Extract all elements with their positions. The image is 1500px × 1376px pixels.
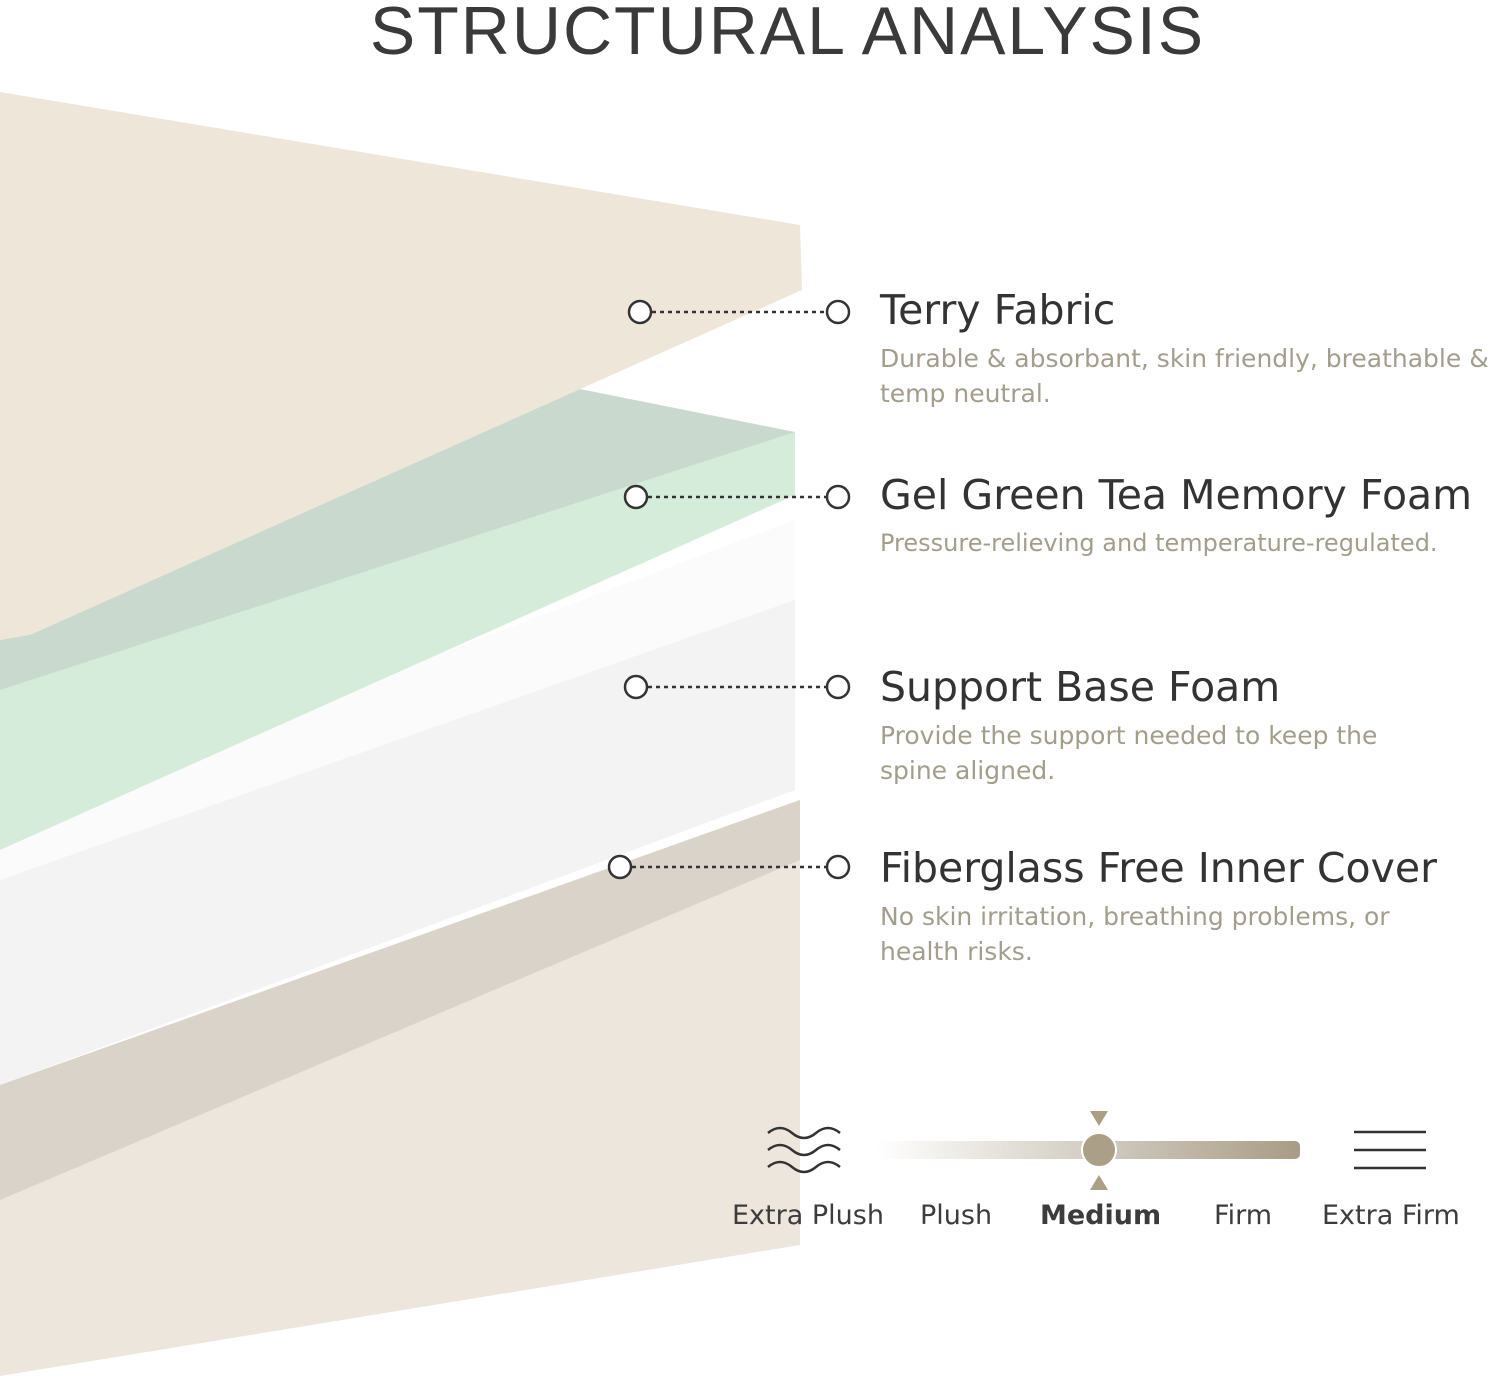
layer-description: Provide the support needed to keep the s… <box>880 721 1378 785</box>
layer-name: Support Base Foam <box>880 663 1281 711</box>
layer-name: Gel Green Tea Memory Foam <box>880 471 1473 519</box>
firmness-label-medium: Medium <box>1040 1200 1162 1231</box>
memory-foam-layer <box>0 432 795 850</box>
layer-description: Pressure-relieving and temperature-regul… <box>880 529 1438 557</box>
pointer-up-icon <box>1090 1175 1108 1190</box>
firmness-label-extra-plush: Extra Plush <box>732 1200 884 1231</box>
layer-description: Durable & absorbant, skin friendly, brea… <box>880 344 1489 408</box>
firmness-label-extra-firm: Extra Firm <box>1322 1200 1460 1231</box>
memory-foam-shade <box>0 385 795 690</box>
callout-lines <box>607 299 851 880</box>
layer-name: Terry Fabric <box>880 286 1116 334</box>
layer-support-foam: Support Base Foam Provide the support ne… <box>880 662 1500 788</box>
layer-name: Fiberglass Free Inner Cover <box>880 844 1437 892</box>
page-title: STRUCTURAL ANALYSIS <box>369 0 1206 69</box>
inner-cover-shadow <box>0 800 800 1200</box>
support-foam-top <box>0 520 795 880</box>
layer-inner-cover: Fiberglass Free Inner Cover No skin irri… <box>880 843 1500 969</box>
layer-terry-fabric: Terry Fabric Durable & absorbant, skin f… <box>880 285 1500 411</box>
terry-fabric-layer <box>0 92 802 640</box>
pointer-down-icon <box>1090 1111 1108 1126</box>
firmness-slider-knob <box>1081 1132 1117 1168</box>
layer-description: No skin irritation, breathing problems, … <box>880 902 1390 966</box>
extra-plush-waves-icon <box>767 1126 841 1174</box>
extra-firm-lines-icon <box>1354 1130 1426 1170</box>
layer-memory-foam: Gel Green Tea Memory Foam Pressure-relie… <box>880 470 1500 561</box>
firmness-label-plush: Plush <box>920 1200 993 1231</box>
firmness-label-firm: Firm <box>1214 1200 1272 1231</box>
